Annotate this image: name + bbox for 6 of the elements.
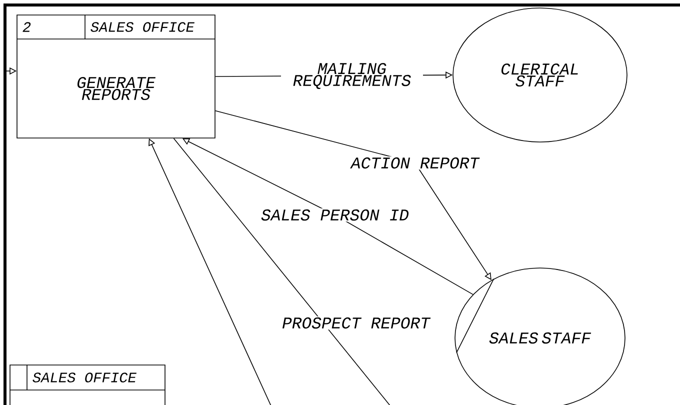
edge-label: MAILING REQUIREMENTS	[281, 62, 423, 90]
edge-label: PROSPECT REPORT	[281, 316, 431, 330]
edge-label: ACTION REPORT	[350, 156, 480, 170]
process-box: SALES OFFICE	[10, 364, 166, 405]
process-box: 2 SALES OFFICE GENERATE REPORTS	[16, 14, 216, 138]
edge-label: SALES PERSON ID	[260, 208, 410, 222]
